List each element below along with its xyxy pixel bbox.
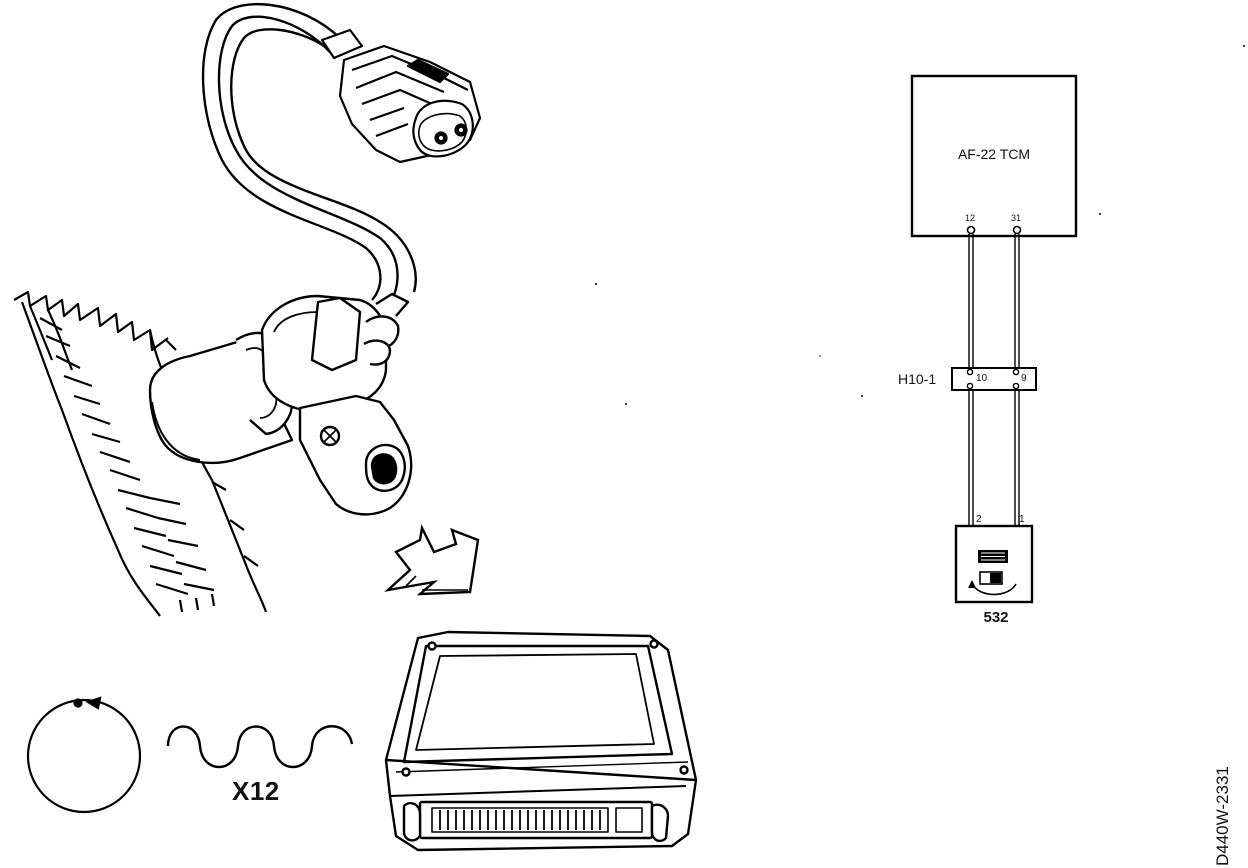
sensor-connector-plug: [320, 28, 482, 164]
control-module-box: [384, 630, 698, 852]
connector-terminals: [966, 368, 1020, 390]
connector-pin-9: 9: [1021, 373, 1027, 384]
tcm-terminal-12: [966, 225, 976, 235]
signal-label: X12: [232, 776, 280, 806]
tcm-module-box: [910, 74, 1078, 238]
sensor-532-box: [954, 524, 1034, 604]
figure-reference: D440W-2331: [1213, 766, 1232, 866]
signal-waveform: [166, 725, 354, 769]
connector-label: H10-1: [898, 371, 937, 387]
crank-position-sensor: [148, 292, 413, 516]
tcm-pin-31: 31: [1011, 213, 1022, 223]
rotation-circle: [26, 696, 142, 814]
tcm-pin-12: 12: [965, 213, 976, 223]
sensor-pin-2: 2: [976, 514, 982, 525]
component-number: 532: [983, 609, 1009, 626]
connector-pin-10: 10: [976, 373, 988, 384]
reluctor-ring: [13, 290, 268, 617]
sensor-pin-1: 1: [1019, 514, 1025, 525]
wiring-harness: [968, 234, 1020, 557]
sensor-cable: [201, 3, 417, 307]
tcm-label: AF-22 TCM: [957, 146, 1031, 162]
tcm-terminal-31: [1012, 225, 1022, 235]
direction-arrow: [384, 524, 480, 596]
